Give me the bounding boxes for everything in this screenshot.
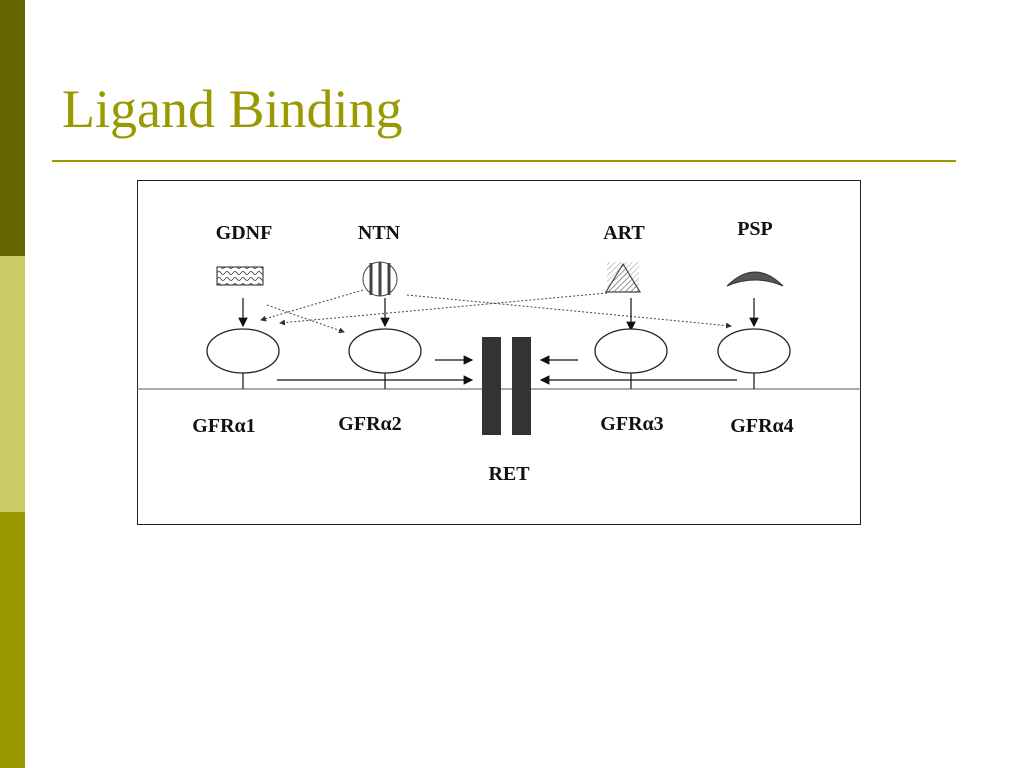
cross-binding-arrows (260, 289, 732, 334)
receptor-gfra3 (594, 328, 668, 389)
receptor-gfra1 (206, 328, 280, 389)
art-hatched-triangle-icon (604, 262, 642, 293)
gdnf-wave-icon (216, 266, 264, 286)
ntn-striped-circle-icon (362, 261, 398, 297)
receptor-label-gfra3: GFRα3 (600, 413, 663, 435)
ligand-label-ntn: NTN (358, 222, 401, 244)
sidebar-stripe-bottom (0, 512, 25, 768)
psp-crescent-icon (726, 271, 784, 287)
receptor-gfra2 (348, 328, 422, 389)
ligand-label-gdnf: GDNF (216, 222, 273, 244)
ligand-binding-arrows (238, 298, 759, 332)
title-underline (52, 160, 956, 162)
receptor-label-gfra2: GFRα2 (338, 413, 401, 435)
ret-label: RET (488, 463, 530, 485)
ligand-label-psp: PSP (737, 218, 773, 240)
receptor-label-gfra1: GFRα1 (192, 415, 255, 437)
sidebar-stripe-middle (0, 256, 25, 512)
ligand-binding-figure: GDNF NTN ART PSP (137, 180, 861, 525)
receptor-gfra4 (717, 328, 791, 389)
sidebar-stripe-top (0, 0, 25, 256)
receptor-label-gfra4: GFRα4 (730, 415, 793, 437)
diagram-canvas: GDNF NTN ART PSP (137, 180, 861, 525)
ligand-label-art: ART (603, 222, 645, 244)
ret-activation-arrows (277, 355, 737, 385)
ret-receptor-bars (482, 337, 531, 435)
slide-title: Ligand Binding (62, 79, 403, 139)
